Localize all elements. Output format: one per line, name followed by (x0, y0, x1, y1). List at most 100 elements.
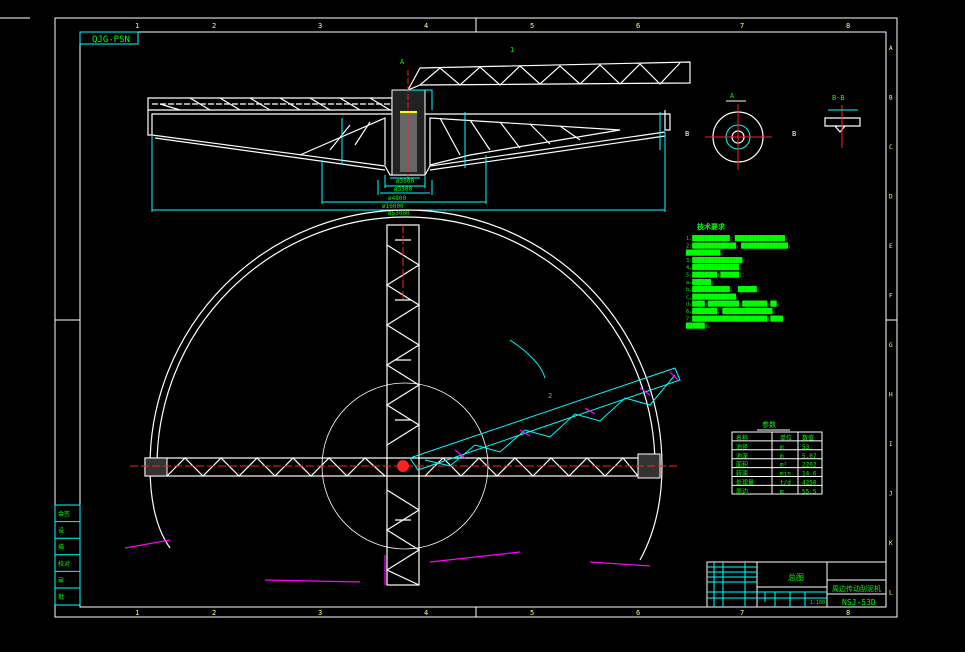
dim-4800: ø4800 (388, 195, 406, 202)
column-label-top: 2 (212, 22, 216, 30)
row-label: B (889, 95, 893, 102)
row-labels: A B C D E F G H I J K L (889, 45, 893, 597)
column-labels: 1 1 2 2 3 3 4 4 5 5 6 6 7 7 8 8 (135, 22, 850, 617)
table-cell-name: 名称 (736, 434, 748, 442)
callout-2: 2 (548, 392, 552, 400)
column-label-top: 6 (636, 22, 640, 30)
row-label: J (889, 491, 893, 498)
row-label: A (889, 45, 893, 52)
row-label: I (889, 441, 893, 448)
scale: 1:100 (810, 600, 825, 606)
table-cell-unit: m (780, 453, 784, 460)
dim-16000: ø16000 (382, 203, 404, 210)
table-cell-value: 数值 (802, 434, 814, 442)
table-cell-value: 4250 (802, 480, 817, 487)
detail-bb: B-B (824, 94, 861, 148)
row-label: K (889, 540, 893, 547)
note-line: ██████)。 (685, 323, 713, 330)
row-label: H (889, 392, 893, 399)
table-cell-value: 2202 (802, 462, 817, 469)
dim-3300: ø3300 (394, 186, 412, 193)
column-label-top: 5 (530, 22, 534, 30)
column-label-top: 4 (424, 22, 428, 30)
svg-text:B: B (685, 130, 689, 138)
column-label-top: 3 (318, 22, 322, 30)
row-label: D (889, 194, 893, 201)
stamp-cell: 批 (58, 593, 64, 601)
column-label-top: 1 (135, 22, 139, 30)
table-cell-name: 处理量 (736, 479, 754, 487)
drawing-name: 周边传动刮泥机 (832, 584, 881, 593)
svg-text:B: B (792, 130, 796, 138)
table-cell-unit: t/d (780, 480, 791, 487)
table-cell-unit: 单位 (780, 434, 792, 442)
table-cell-name: 池径 (736, 443, 748, 451)
title-block: 总图 周边传动刮泥机 NSJ-53D 1:100 (706, 561, 887, 608)
stamp-cell: 描 (58, 543, 64, 551)
table-cell-name: 池深 (736, 452, 748, 460)
table-cell-value: 53 (802, 444, 810, 451)
note-line: a.██████， (686, 279, 716, 286)
table-cell-unit: m (780, 488, 784, 495)
svg-text:A: A (730, 92, 735, 100)
note-line: 6.████████，████████████████。 (686, 308, 778, 315)
note-line: 3.████████████████。 (686, 257, 747, 264)
column-label-bottom: 4 (424, 609, 428, 617)
column-label-bottom: 7 (740, 609, 744, 617)
column-label-bottom: 6 (636, 609, 640, 617)
table-cell-value: 14.6 (802, 471, 817, 478)
table-cell-name: 转速 (736, 470, 748, 478)
column-label-bottom: 8 (846, 609, 850, 617)
note-line: 5.████████(██████)： (686, 272, 747, 279)
callout-1: 1 (510, 46, 514, 54)
notes-title: 技术要求 (697, 222, 726, 231)
stamp-cell: 校对 (58, 560, 70, 568)
table-cell-unit: min (780, 471, 791, 478)
title-center-label: 总图 (788, 572, 804, 582)
table-cell-name: 周边 (736, 487, 748, 495)
dim-3000: ø3000 (396, 178, 414, 185)
section-mark: A (400, 58, 405, 66)
stamp-cell: 设 (58, 527, 64, 535)
column-label-bottom: 5 (530, 609, 534, 617)
plan-view: 2 (124, 209, 681, 586)
column-label-top: 8 (846, 22, 850, 30)
drawing-code-box (79, 31, 139, 45)
table-cell-name: 面积 (736, 461, 748, 469)
note-line: 7.████████████████████████(████ (686, 315, 784, 322)
note-line: 4.███████████████。 (686, 264, 744, 271)
row-label: C (889, 144, 893, 151)
row-label: G (889, 342, 893, 349)
drawing-frame (0, 17, 898, 618)
svg-text:B-B: B-B (832, 94, 845, 102)
column-label-top: 7 (740, 22, 744, 30)
table-cell-unit: m (780, 444, 784, 451)
column-label-bottom: 2 (212, 609, 216, 617)
table-cell-value: 55.5 (802, 488, 817, 495)
note-line: c.██████████████。 (686, 293, 741, 300)
row-label: L (889, 590, 893, 597)
section-view: ø4800 ø3300 ø3000 ø16000 ø53000 A 1 (147, 46, 691, 217)
technical-notes: 技术要求 1.████████████，████████████████。2.█… (685, 222, 793, 330)
note-line: b.████████████， ██████。 (686, 286, 762, 293)
row-label: F (889, 293, 893, 300)
detail-a: A B B (685, 92, 796, 170)
table-cell-unit: m² (780, 462, 787, 469)
table-cell-value: 5.07 (802, 453, 817, 460)
stamp-cell: 会签 (58, 510, 70, 518)
note-line: ███████████。 (685, 250, 726, 257)
svg-text:参数: 参数 (762, 420, 776, 429)
note-line: 1.████████████，████████████████。 (686, 235, 790, 242)
note-line: 2.██████████████，███████████████， (686, 242, 793, 249)
row-label: E (889, 243, 893, 250)
dim-53000: ø53000 (388, 210, 410, 217)
drawing-code: QJG-PSN (92, 35, 130, 45)
drawing-number: NSJ-53D (842, 598, 876, 607)
column-label-bottom: 3 (318, 609, 322, 617)
note-line: d.████-██████████ ████████-██。 (686, 301, 782, 308)
column-label-bottom: 1 (135, 609, 139, 617)
stamp-cell: 审 (58, 576, 64, 584)
